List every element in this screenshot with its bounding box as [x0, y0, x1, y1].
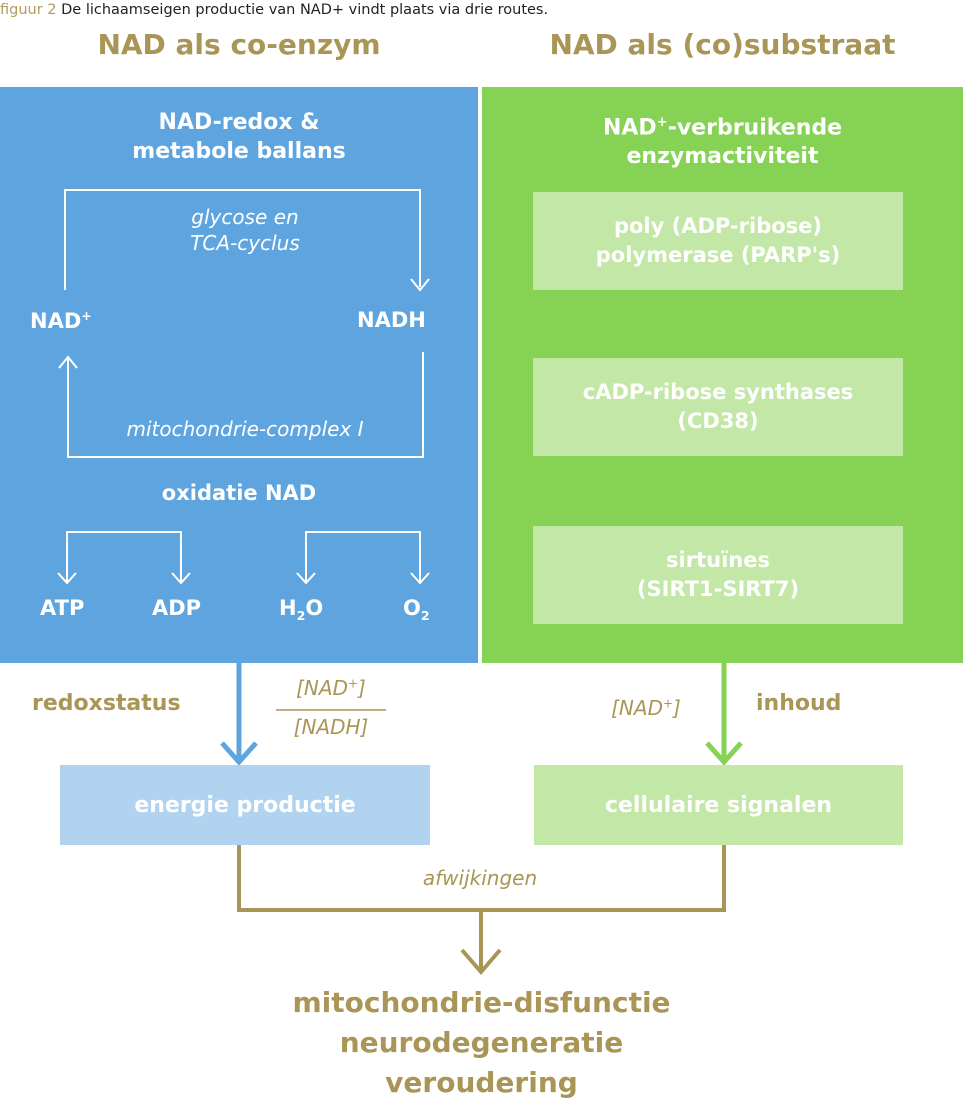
left-column-heading: NAD als co-enzym	[97, 28, 381, 61]
blue-arrowhead	[220, 741, 258, 766]
caption-label: figuur 2	[0, 2, 57, 18]
parp-box: poly (ADP-ribose) polymerase (PARP's)	[533, 192, 903, 290]
content-label: inhoud	[756, 691, 842, 716]
parp-line1: poly (ADP-ribose)	[613, 214, 822, 238]
adp-arrowhead	[171, 572, 191, 585]
cycle-top-line2: TCA-cyclus	[190, 231, 300, 255]
deviations-label: afwijkingen	[422, 866, 538, 890]
cd38-line1: cADP-ribose synthases	[582, 380, 854, 404]
green-arrowhead	[705, 741, 743, 766]
caption-text: De lichaamseigen productie van NAD+ vind…	[61, 2, 549, 18]
redox-title-line2: metabole ballans	[132, 139, 346, 164]
h2o-arrowhead	[296, 572, 316, 585]
enzyme-title-line2: enzymactiviteit	[626, 144, 819, 170]
sirtuins-line1: sirtuïnes	[666, 548, 770, 572]
sirtuins-box: sirtuïnes (SIRT1-SIRT7)	[533, 526, 903, 624]
cycle-top-label: glycose en TCA-cyclus	[140, 204, 350, 256]
nad-concentration-label: [NAD+]	[611, 696, 681, 720]
nadh-label: NADH	[357, 308, 426, 332]
cycle-top-arrowhead	[410, 278, 430, 292]
atp-adp-bracket	[66, 531, 182, 582]
o2-arrowhead	[410, 572, 430, 585]
cycle-bottom-arrow	[67, 352, 424, 458]
energy-production-box: energie productie	[60, 765, 430, 845]
o2-label: O2	[403, 596, 430, 624]
cellular-signals-box: cellulaire signalen	[534, 765, 903, 845]
enzyme-panel-title: NAD+-verbruikende enzymactiviteit	[482, 108, 963, 171]
adp-label: ADP	[152, 596, 202, 620]
cycle-top-line1: glycose en	[191, 205, 299, 229]
sirtuins-line2: (SIRT1-SIRT7)	[636, 577, 800, 601]
cycle-bottom-label: mitochondrie-complex I	[126, 417, 364, 441]
atp-label: ATP	[40, 596, 85, 620]
redox-status-label: redoxstatus	[32, 691, 181, 716]
redox-panel-title: NAD-redox & metabole ballans	[0, 108, 478, 166]
oxidation-label: oxidatie NAD	[161, 481, 317, 505]
h2o-label: H2O	[279, 596, 324, 624]
parp-line2: polymerase (PARP's)	[595, 243, 841, 267]
outcome-aging: veroudering	[385, 1066, 578, 1099]
ratio-denominator: [NADH]	[293, 715, 369, 739]
cycle-top-arrow	[64, 189, 421, 290]
h2o-o2-bracket	[305, 531, 421, 582]
cd38-box: cADP-ribose synthases (CD38)	[533, 358, 903, 456]
ratio-numerator: [NAD+]	[296, 676, 366, 700]
figure-caption: figuur 2 De lichaamseigen productie van …	[0, 2, 548, 18]
atp-arrowhead	[57, 572, 77, 585]
right-column-heading: NAD als (co)substraat	[549, 28, 896, 61]
redox-title-line1: NAD-redox &	[158, 110, 320, 135]
enzyme-title-line1: NAD+-verbruikende	[602, 115, 843, 141]
cd38-line2: (CD38)	[677, 409, 759, 433]
outcome-neurodegeneration: neurodegeneratie	[339, 1026, 624, 1059]
cycle-bottom-arrowhead	[58, 355, 78, 369]
merge-arrowhead	[460, 948, 502, 976]
nad-plus-label: NAD+	[30, 308, 92, 333]
redox-panel	[0, 87, 478, 663]
outcome-mitochondrial-dysfunction: mitochondrie-disfunctie	[292, 986, 671, 1019]
